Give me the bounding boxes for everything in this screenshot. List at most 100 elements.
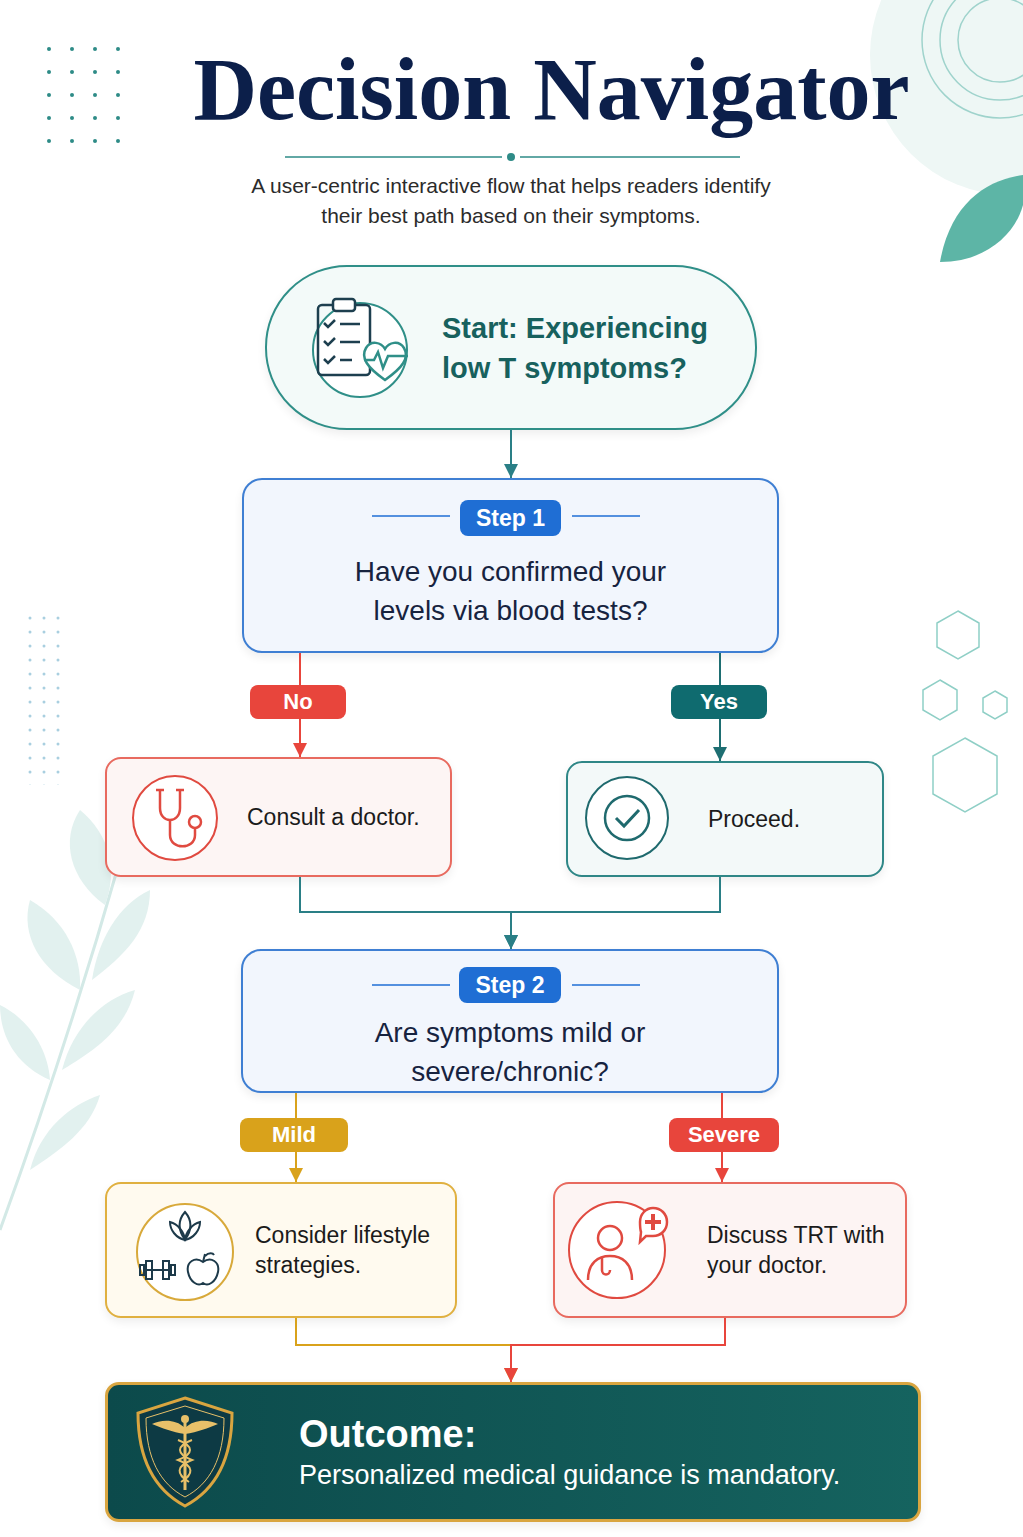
outcome-heading: Outcome:: [299, 1411, 918, 1457]
step-rule: [572, 515, 640, 517]
caduceus-shield: [184, 1420, 187, 1490]
caduceus-shield: [138, 1398, 232, 1506]
doctor-icon: [569, 1202, 665, 1298]
action-text: Consider lifestyle strategies.: [255, 1220, 445, 1280]
flow-arrow: [511, 877, 720, 949]
caduceus-shield: [152, 1421, 218, 1434]
clipboard-icon: [333, 299, 355, 311]
flow-arrow: [296, 1318, 511, 1382]
check-icon: [605, 796, 649, 840]
title-divider: [507, 153, 515, 161]
doctor-icon: [645, 1214, 661, 1230]
lifestyle-icon: [203, 1253, 214, 1262]
check-icon: [616, 810, 639, 826]
dot-grid: [28, 615, 70, 785]
step-rule: [372, 516, 640, 985]
clipboard-icon: [313, 299, 408, 397]
plant-leaves: [62, 990, 135, 1070]
check-icon: [586, 777, 668, 859]
question-text: Have you confirmed your levels via blood…: [331, 552, 691, 630]
action-box: Discuss TRT with your doctor.: [553, 1182, 907, 1318]
doctor-icon: [602, 1258, 610, 1275]
clipboard-icon: [364, 352, 408, 368]
lifestyle-icon: [188, 1260, 219, 1285]
outcome-text: Personalized medical guidance is mandato…: [299, 1457, 909, 1493]
lifestyle-icon: [180, 1212, 191, 1240]
hexagons: [983, 691, 1007, 719]
flow-arrow: [510, 430, 512, 478]
corner-circles: [922, 0, 1023, 118]
lifestyle-icon: [163, 1261, 169, 1279]
check-icon: [586, 777, 668, 859]
lifestyle-icon: [145, 1269, 170, 1271]
step-rule: [372, 984, 450, 986]
clipboard-icon: [318, 305, 370, 375]
page-title: Decision Navigator: [40, 40, 1023, 140]
outcome-banner: Outcome:Personalized medical guidance is…: [105, 1382, 921, 1522]
leaf: [940, 175, 1023, 262]
corner-circles: [958, 0, 1023, 82]
question-text: Are symptoms mild or severe/chronic?: [330, 1013, 690, 1091]
plant-leaves: [0, 1005, 50, 1080]
decision-box: Step 1 Have you confirmed your levels via…: [242, 478, 779, 653]
subtitle-text: A user-centric interactive flow that hel…: [246, 171, 776, 231]
hexagons: [923, 680, 957, 720]
action-box: Proceed.: [566, 761, 884, 877]
branch-label: No: [250, 685, 346, 719]
lifestyle-icon: [140, 1265, 144, 1275]
action-text: Consult a doctor.: [247, 802, 437, 832]
lifestyle-icon: [137, 1204, 233, 1300]
title-divider: [285, 156, 502, 158]
branch-label: Yes: [671, 685, 767, 719]
caduceus-shield: [146, 1406, 224, 1497]
stethoscope-icon: [189, 816, 201, 828]
caduceus-shield: [181, 1415, 189, 1423]
stethoscope-icon: [170, 821, 195, 846]
plant-leaves: [92, 890, 150, 980]
branch-label: Mild: [240, 1118, 348, 1152]
corner-circles: [940, 0, 1023, 100]
hexagons: [933, 738, 997, 812]
step-badge: Step 2: [459, 967, 560, 1003]
hexagons: [923, 611, 1007, 812]
lifestyle-icon: [170, 1222, 185, 1240]
dot-grid: [28, 35, 137, 785]
clipboard-icon: [364, 343, 406, 380]
flow-arrow: [300, 877, 511, 949]
lifestyle-icon: [146, 1261, 152, 1279]
clipboard-icon: [340, 324, 360, 360]
doctor-icon: [598, 1226, 622, 1250]
lifestyle-icon: [171, 1265, 175, 1275]
title-divider: [285, 153, 740, 161]
title-divider: [520, 156, 740, 158]
plant-leaves: [27, 900, 80, 990]
branch-label: Severe: [669, 1118, 779, 1152]
doctor-icon: [640, 1208, 667, 1242]
stethoscope-icon: [156, 789, 184, 792]
step-badge: Step 1: [460, 500, 561, 536]
start-box: Start: Experiencing low T symptoms?: [265, 265, 757, 430]
flow-arrow: [511, 1318, 725, 1382]
action-text: Discuss TRT with your doctor.: [707, 1220, 897, 1280]
doctor-icon: [588, 1256, 632, 1280]
clipboard-icon: [324, 320, 335, 363]
lifestyle-icon: [185, 1222, 200, 1240]
stethoscope-icon: [160, 790, 180, 820]
clipboard-icon: [313, 303, 407, 397]
caduceus-shield: [138, 1398, 232, 1506]
caduceus-shield: [178, 1440, 192, 1482]
action-box: Consult a doctor.: [105, 757, 452, 877]
plant-leaves: [0, 860, 120, 1230]
decision-box: Step 2 Are symptoms mild or severe/chroni…: [241, 949, 779, 1093]
plant-leaves: [30, 1095, 100, 1170]
step-rule: [572, 984, 640, 986]
step-rule: [372, 515, 450, 517]
leaf: [940, 175, 1023, 262]
lifestyle-icon: [137, 1204, 233, 1300]
action-box: Consider lifestyle strategies.: [105, 1182, 457, 1318]
action-text: Proceed.: [708, 804, 898, 834]
dot-grid: [45, 35, 137, 150]
hexagons: [937, 611, 979, 659]
stethoscope-icon: [133, 776, 217, 860]
